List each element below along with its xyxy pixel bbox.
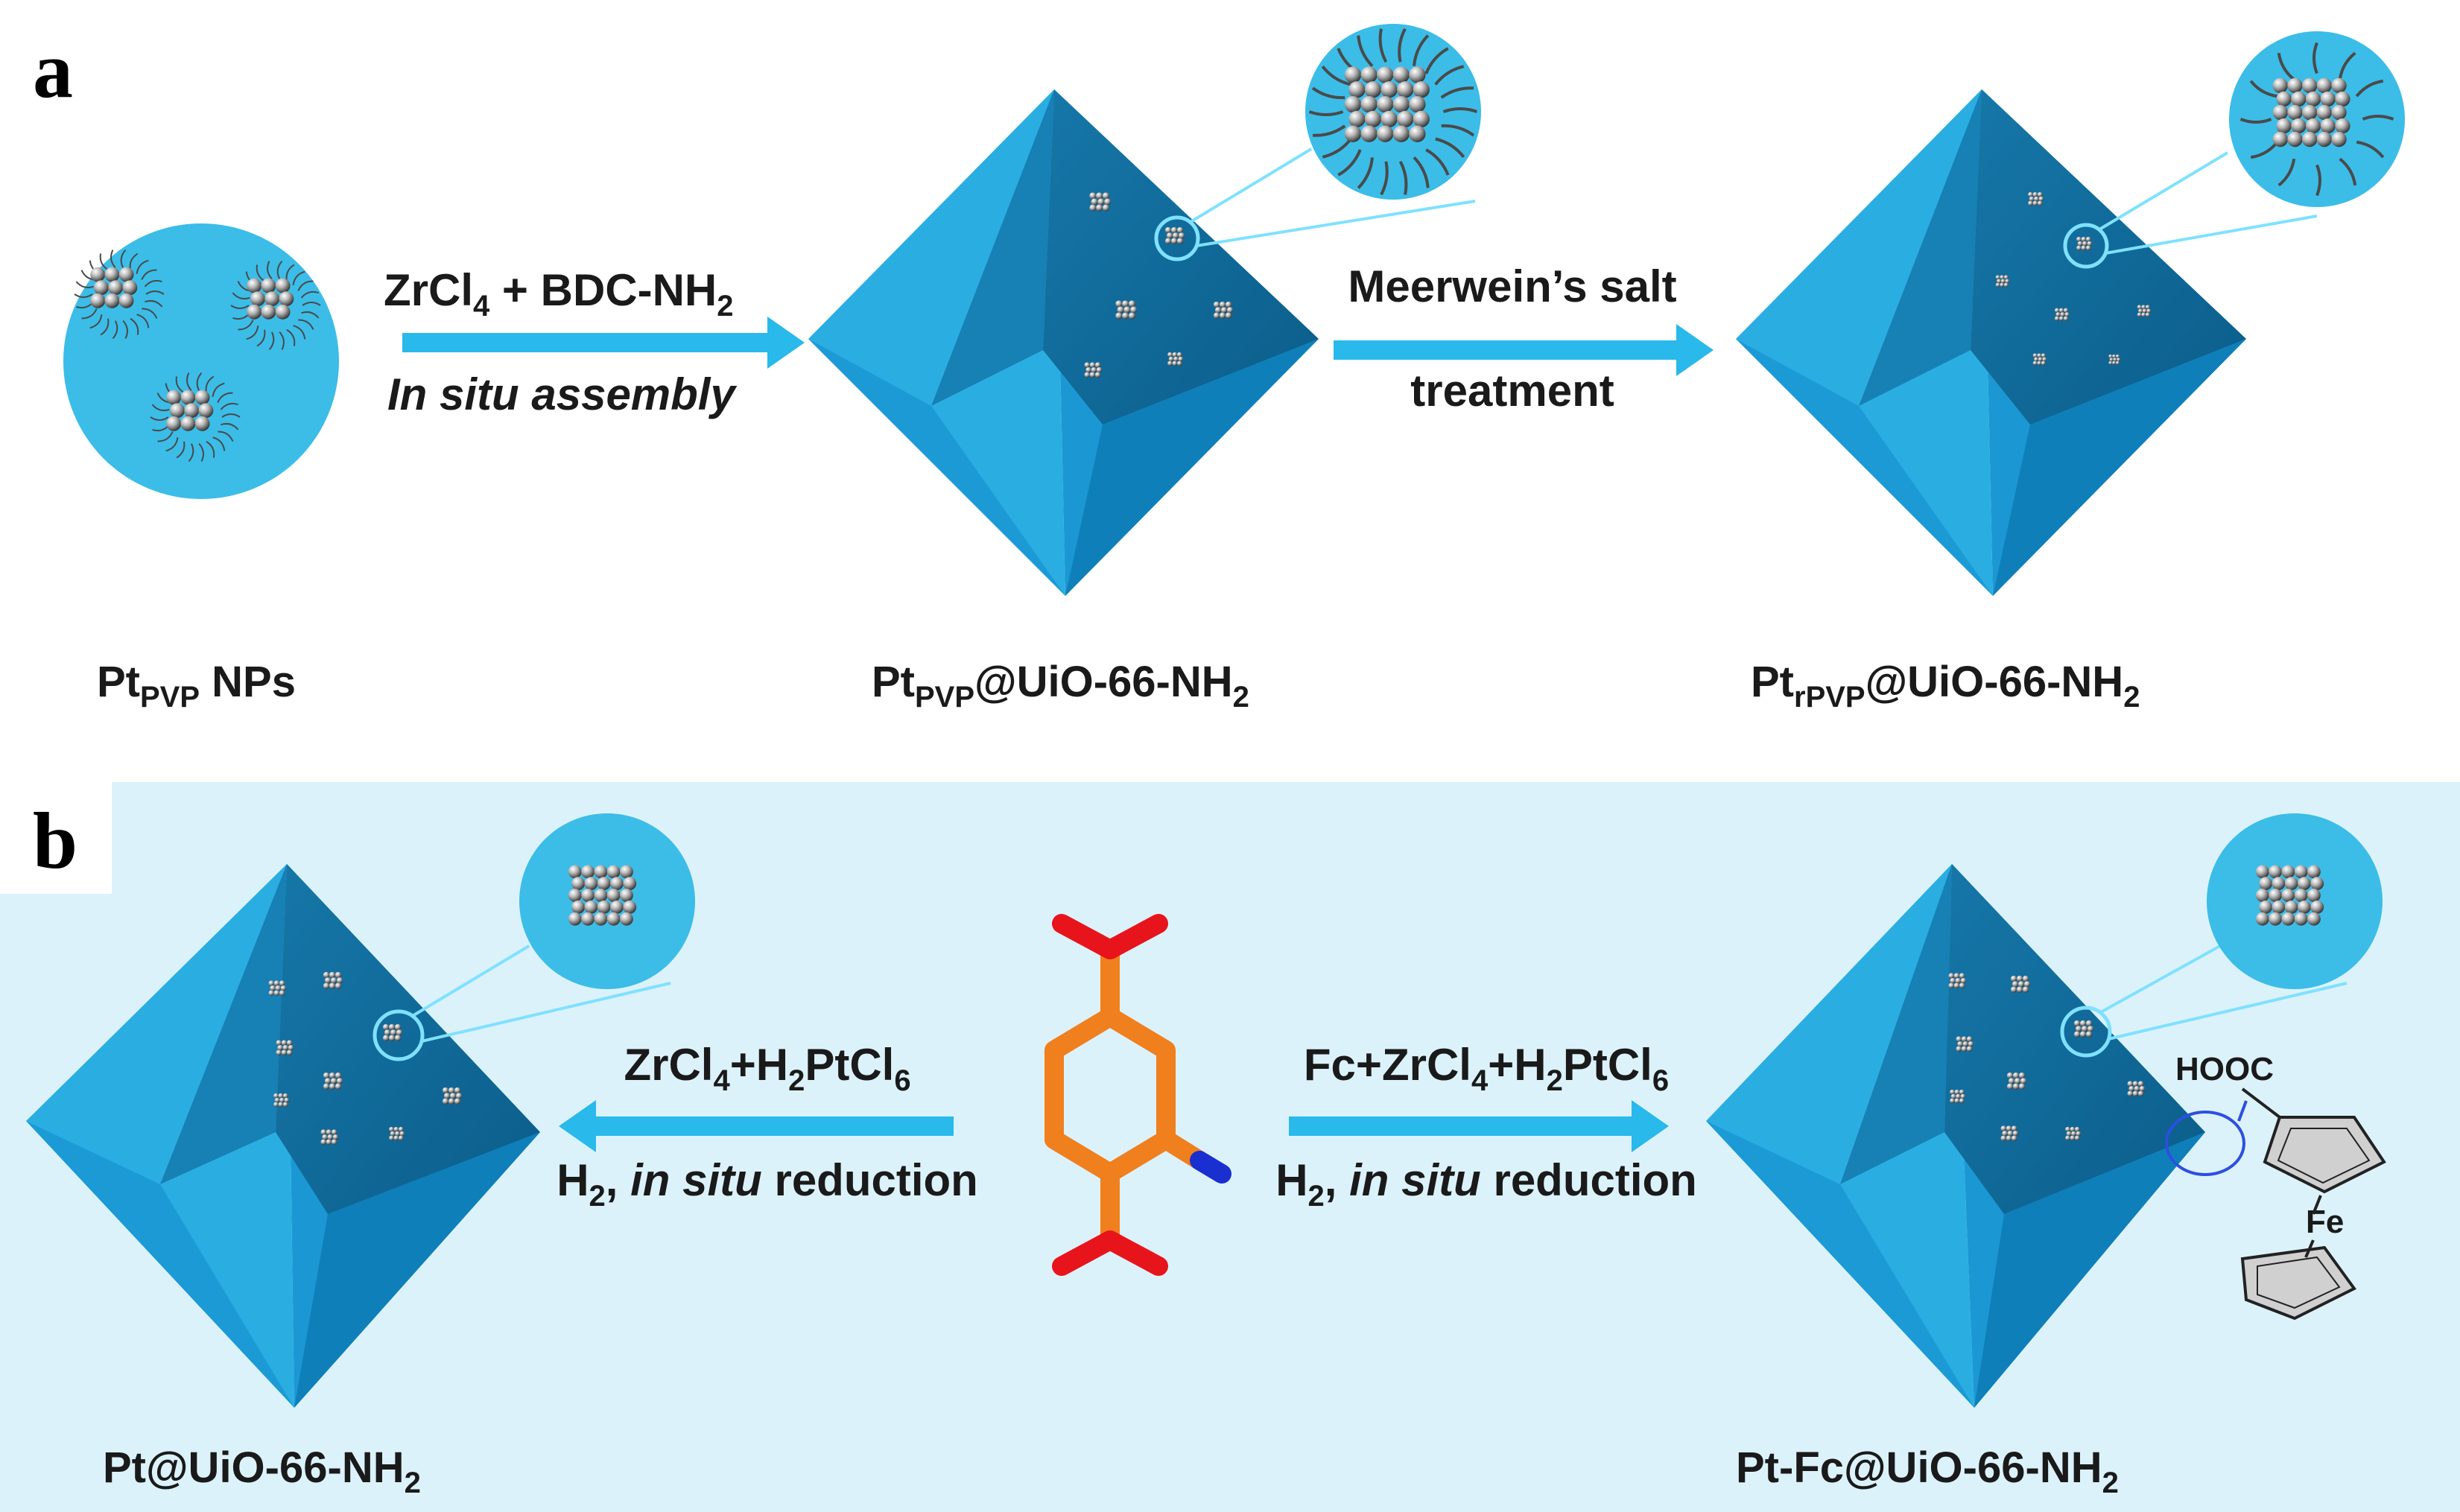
label-pt-pvp-nps: PtPVP NPs — [97, 658, 296, 714]
nanoparticle-cluster — [1308, 28, 1478, 196]
panel-a-letter: a — [33, 26, 73, 115]
nanoparticle-cluster — [2108, 354, 2121, 365]
nanoparticle-cluster — [2073, 1020, 2094, 1038]
nanoparticle-cluster — [1995, 275, 2010, 288]
left-process: H2, in situ reduction — [557, 1155, 978, 1213]
nanoparticle-cluster — [442, 1087, 463, 1105]
nanoparticle-cluster — [2010, 975, 2031, 993]
nanoparticle-cluster — [230, 260, 321, 351]
nanoparticle-cluster — [276, 1040, 294, 1056]
nanoparticle-cluster — [2054, 308, 2070, 321]
nanoparticle-cluster — [2065, 1126, 2082, 1141]
label-pt-rpvp-uio: PtrPVP@UiO-66-NH2 — [1751, 658, 2140, 714]
nanoparticle-cluster — [323, 971, 343, 989]
nanoparticle-cluster — [1950, 1089, 1966, 1104]
nanoparticle-cluster — [1948, 973, 1967, 989]
left-reagents: ZrCl4+H2PtCl6 — [624, 1040, 910, 1097]
bdc-nh2-linker-molecule — [1044, 914, 1231, 1276]
nanoparticle-cluster — [2000, 1125, 2019, 1142]
nanoparticle-cluster — [389, 1126, 405, 1141]
assembly-reagents: ZrCl4 + BDC-NH2 — [384, 265, 734, 323]
nanoparticle-cluster — [1164, 226, 1185, 244]
nanoparticle-cluster — [273, 1093, 290, 1108]
right-reagents: Fc+ZrCl4+H2PtCl6 — [1304, 1040, 1669, 1097]
nanoparticle-cluster — [1115, 300, 1138, 320]
nanoparticle-cluster — [323, 1072, 343, 1090]
nanoparticle-cluster — [1167, 352, 1184, 366]
nanoparticle-cluster — [1089, 192, 1112, 212]
nanoparticle-cluster — [2137, 305, 2152, 317]
nanoparticle-cluster — [1084, 362, 1103, 378]
fe-label: Fe — [2306, 1204, 2344, 1240]
label-pt-pvp-uio: PtPVP@UiO-66-NH2 — [872, 658, 1249, 714]
nanoparticle-cluster — [2032, 353, 2047, 366]
nanoparticle-cluster — [1213, 301, 1234, 319]
nanoparticle-cluster — [382, 1023, 403, 1041]
nanoparticle-cluster — [2076, 236, 2093, 251]
octahedron-pt-rpvp-uio — [1736, 31, 2405, 596]
nanoparticle-cluster — [2255, 865, 2324, 926]
meerwein-line2: treatment — [1410, 366, 1614, 416]
panel-b-letter: b — [33, 797, 77, 886]
octahedron-pt-fc-uio — [1706, 813, 2383, 1408]
nanoparticle-cluster — [268, 980, 287, 997]
nanoparticle-cluster — [320, 1129, 339, 1146]
label-pt-fc-uio: Pt-Fc@UiO-66-NH2 — [1736, 1443, 2119, 1499]
assembly-process: In situ assembly — [387, 369, 737, 419]
nanoparticle-cluster — [2006, 1072, 2027, 1090]
octahedron-pt-uio — [26, 813, 695, 1408]
nanoparticle-cluster — [1956, 1036, 1974, 1052]
meerwein-line1: Meerwein’s salt — [1348, 261, 1676, 311]
nanoparticle-cluster — [2028, 191, 2044, 206]
right-process: H2, in situ reduction — [1275, 1155, 1697, 1213]
ferrocene-icon: HOOC Fe — [2175, 1051, 2386, 1321]
octahedron-pt-pvp-uio — [808, 24, 1481, 596]
pt-pvp-nps-illustration — [63, 223, 339, 499]
nanoparticle-cluster — [74, 249, 165, 340]
nanoparticle-cluster — [2239, 42, 2394, 197]
label-pt-uio: Pt@UiO-66-NH2 — [103, 1443, 421, 1499]
nanoparticle-cluster — [568, 865, 637, 926]
nanoparticle-cluster — [150, 372, 241, 463]
nanoparticle-cluster — [2127, 1081, 2146, 1097]
hooc-label: HOOC — [2175, 1051, 2274, 1087]
